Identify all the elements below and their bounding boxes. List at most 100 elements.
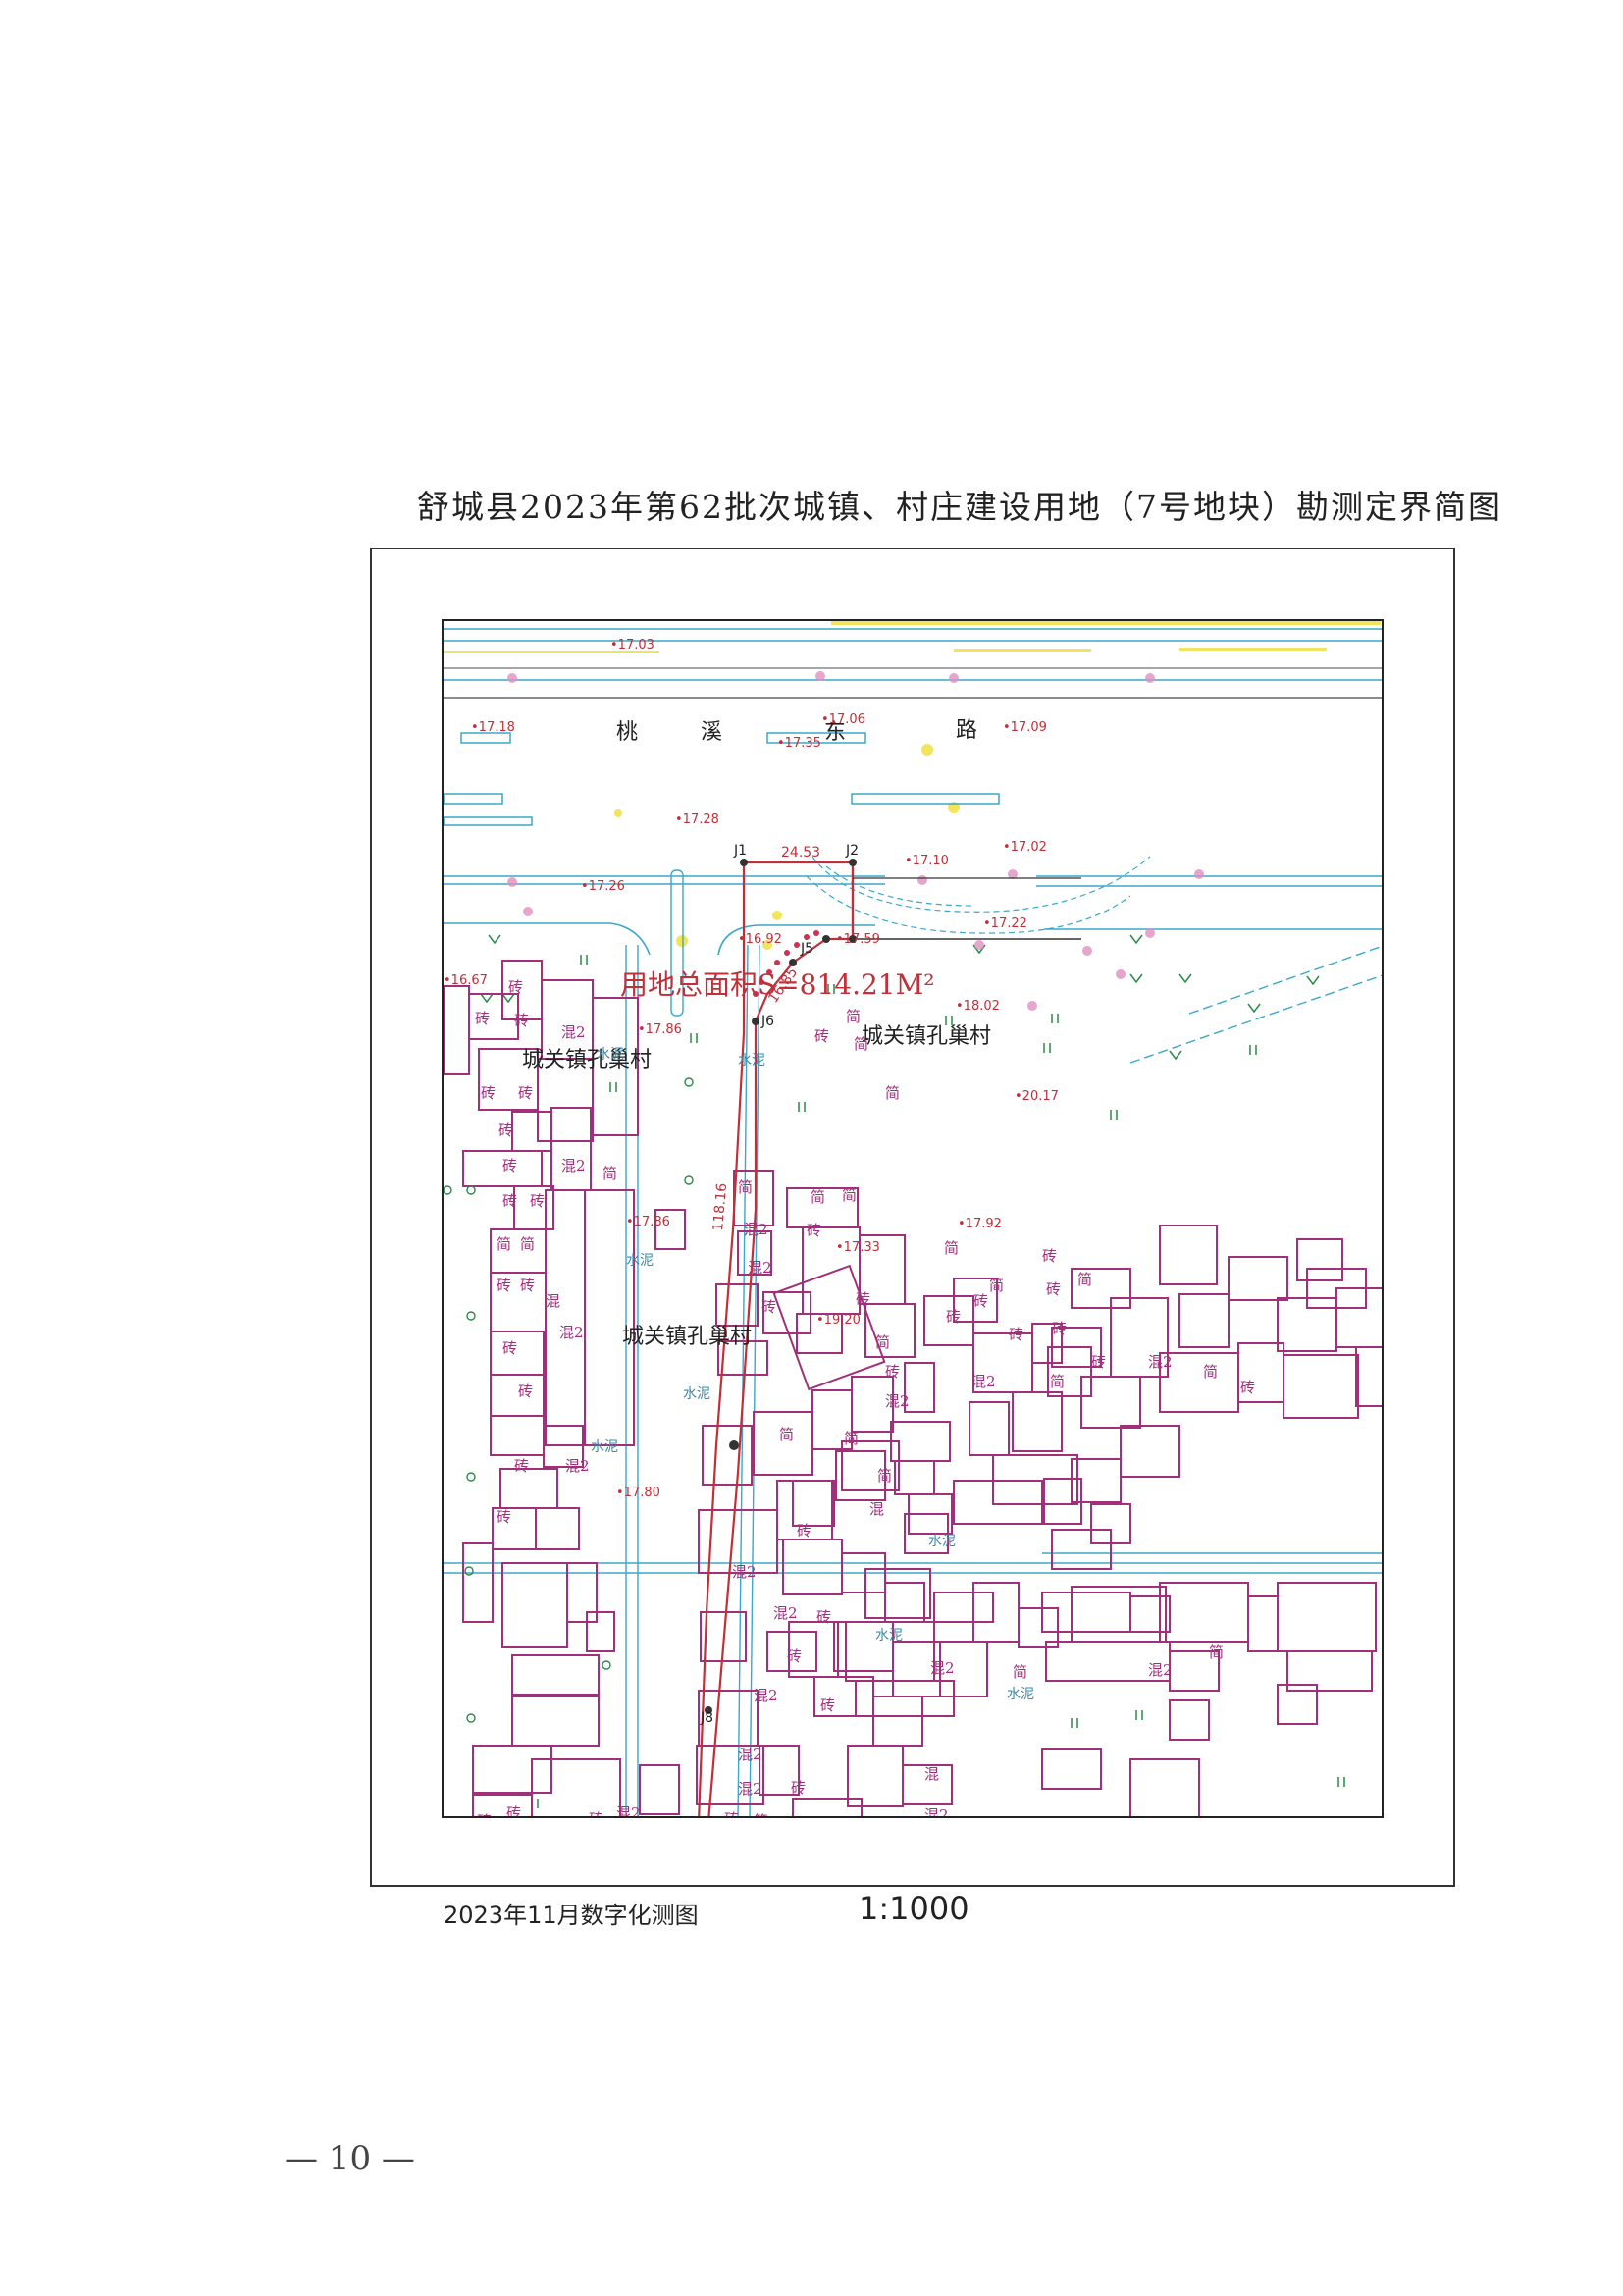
label-cement: 水泥 [591,1439,618,1455]
label-mixed2: 混2 [561,1157,586,1174]
label-brick: 砖 [1009,1326,1023,1343]
label-brick: 砖 [530,1192,545,1210]
spot-height: •16.67 [444,973,488,988]
road-lines [444,628,1382,956]
road-char-1: 桃 [616,720,638,745]
label-brick: 砖 [973,1292,988,1310]
label-brick: 砖 [498,1122,513,1139]
parcel-diagonal-marks [753,930,819,997]
label-mixed2: 混2 [561,1023,586,1041]
outer-frame [370,548,1455,1887]
road-highlights [444,621,1381,950]
page-number: — 10 — [285,2139,415,2178]
spot-height: •17.28 [675,812,719,827]
label-brick: 砖 [506,1804,521,1818]
label-cement: 水泥 [683,1386,710,1402]
map-frame: 桃 溪 东 路 [442,619,1384,1818]
label-mixed2: 混2 [748,1259,772,1277]
label-mixed2: 混2 [744,1221,768,1238]
label-brick: 砖 [502,1192,517,1210]
road-char-4: 路 [956,718,977,743]
material-labels: 砖 砖 砖 混2 砖 砖 砖 砖 混2 砖 砖 简 简 砖 砖 混 混2 简 砖… [475,978,1255,1818]
label-brick: 砖 [514,1012,529,1029]
spot-height: •17.18 [471,720,515,735]
document-title: 舒城县2023年第62批次城镇、村庄建设用地（7号地块）勘测定界简图 [417,488,1502,526]
label-brick: 砖 [807,1222,821,1239]
label-simple: 简 [1209,1644,1224,1661]
label-simple: 简 [497,1235,511,1253]
spot-height: •17.35 [777,736,821,751]
label-brick: 砖 [502,1339,517,1357]
spot-height: •17.22 [983,916,1027,931]
label-simple: 简 [989,1277,1004,1294]
label-mixed2: 混2 [773,1604,798,1622]
point-J1: J1 [733,843,747,859]
label-brick: 砖 [791,1779,806,1797]
label-brick: 砖 [502,1157,517,1174]
spot-height: •17.92 [958,1217,1002,1231]
label-brick: 砖 [497,1277,511,1294]
label-simple: 简 [1077,1271,1092,1288]
label-brick: 砖 [1046,1280,1061,1298]
spot-height: •17.33 [836,1240,880,1255]
label-cement: 水泥 [626,1253,654,1269]
label-mixed2: 混2 [1148,1661,1173,1679]
label-simple: 简 [844,1430,859,1447]
label-mixed2: 混2 [930,1659,955,1677]
label-brick: 砖 [856,1290,870,1308]
label-brick: 砖 [787,1647,802,1665]
label-cement: 水泥 [875,1628,903,1644]
village-label-3: 城关镇孔巢村 [622,1325,752,1349]
label-cement: 水泥 [928,1534,956,1549]
spot-height: •17.86 [638,1022,682,1037]
label-simple: 简 [811,1188,825,1206]
parcel-boundary [698,861,1081,1816]
label-mixed2: 混2 [924,1806,949,1818]
label-mixed2: 混2 [732,1563,757,1581]
label-mixed: 混 [924,1765,939,1783]
label-simple: 简 [520,1235,535,1253]
central-road [444,869,1382,1816]
label-simple: 简 [1203,1363,1218,1381]
label-simple: 简 [754,1812,768,1818]
edge-length-j1-j2: 24.53 [781,845,820,861]
road-medians [444,732,1000,826]
spot-height: •17.03 [610,638,654,652]
edge-length-long: 118.16 [710,1182,730,1231]
spot-height: •20.17 [1015,1089,1059,1104]
edge-length-labels: 24.53 16.85 118.16 [710,845,820,1231]
label-simple: 简 [854,1035,868,1053]
label-brick: 砖 [518,1383,533,1400]
label-simple: 简 [738,1178,753,1196]
label-brick: 砖 [814,1027,829,1045]
spot-height: •17.59 [836,932,880,947]
label-brick: 砖 [820,1696,835,1714]
label-mixed2: 混2 [885,1392,910,1410]
label-brick: 砖 [1240,1379,1255,1396]
spot-heights: •17.03 •17.18 •17.06 •17.35 •17.09 •17.2… [444,638,1059,1500]
buildings [444,960,1382,1816]
label-cement: 水泥 [597,1047,624,1063]
point-J6: J6 [760,1014,774,1029]
survey-date: 2023年11月数字化测图 [444,1902,699,1929]
label-mixed2: 混2 [738,1780,762,1798]
total-area-label: 用地总面积S=814.21M² [620,968,935,1001]
label-mixed2: 混2 [738,1746,762,1763]
green-area-curves [806,856,1151,934]
label-brick: 砖 [946,1308,961,1326]
label-simple: 简 [602,1165,617,1182]
road-name: 桃 溪 东 路 [616,718,977,745]
village-label-1: 城关镇孔巢村 [522,1048,652,1072]
village-labels: 城关镇孔巢村 城关镇孔巢村 城关镇孔巢村 [522,1024,991,1349]
point-J5: J5 [800,941,813,957]
road-char-2: 溪 [701,720,722,745]
point-J8: J8 [700,1710,713,1726]
label-brick: 砖 [508,978,523,996]
spot-height: •17.06 [821,712,865,727]
spot-height: •16.92 [738,932,782,947]
label-brick: 砖 [885,1363,900,1381]
spot-height: •17.80 [616,1486,660,1500]
label-brick: 砖 [497,1508,511,1526]
point-J2: J2 [845,843,859,859]
label-simple: 简 [944,1239,959,1257]
